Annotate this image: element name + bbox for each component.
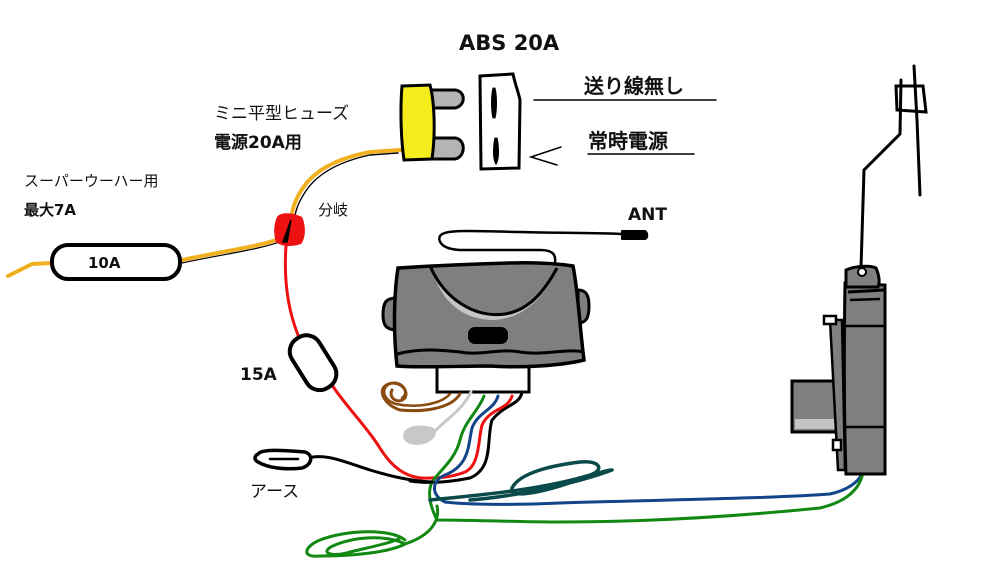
fuse-slot-title: ABS 20A [459,31,560,55]
gray-terminal [403,425,437,445]
harness [305,381,865,558]
antenna-cable [438,229,624,264]
brown-wire-strand [383,381,452,407]
power-wire-shadow [294,152,399,217]
fuse-slot-outline [478,72,522,171]
fuse-type-label: ミニ平型ヒューズ [214,104,350,124]
fuse-slot-upper-opening [491,87,497,119]
door-lock-actuator [790,64,928,476]
inline-fuse-10a-label: 10A [88,254,121,272]
antenna-lead [438,229,649,264]
fuse-body [399,83,436,162]
unit-window [468,327,508,344]
ground-label: アース [250,482,300,502]
inline-fuse-10a [50,243,182,281]
mini-fuse [399,83,465,162]
actuator-body-line-1 [847,288,885,294]
power-wire-fuse-to-splice [290,148,402,216]
red-wire-splice-to-15a [283,244,300,337]
inline-fuse-15a-body [287,333,339,393]
slot-lower-label: 常時電源 [588,129,668,153]
red-wire-group [283,244,432,480]
inline-fuse-10a-body [50,243,182,281]
fuse-use-label: 電源20A用 [214,133,302,153]
actuator-rod-tip [912,64,922,197]
antenna-label: ANT [628,205,667,225]
fuse-slot-lower-opening [493,137,499,166]
subwoofer-max-label: 最大7A [24,201,77,219]
annotation-lines [528,99,717,166]
red-wire-harness [428,394,514,480]
antenna-plug [621,230,649,240]
power-wire-splice-to-10a [180,236,284,262]
actuator-rod [859,78,903,270]
control-unit [381,261,591,394]
actuator-side-block-highlight [795,419,838,429]
actuator-rod-eyelet [857,267,867,277]
actuator-body-line-2 [849,297,881,302]
green-wire-harness [428,394,865,524]
black-wire-harness [408,390,524,484]
branch-label: 分岐 [318,201,349,219]
inline-fuse-15a [287,333,339,393]
gray-wire [434,390,473,432]
inline-fuse-15a-label: 15A [240,365,277,385]
actuator-mount-tab-lower [831,438,843,452]
ground-wire [311,455,434,484]
subwoofer-label: スーパーウーハー用 [24,172,159,190]
slot-upper-label: 送り線無し [584,74,684,98]
power-wire-group [6,148,402,278]
actuator-mount-tab-upper [822,314,838,326]
unit-arc [428,265,559,317]
actuator-body [842,281,887,476]
splice-blade [281,219,292,243]
teal-wire-coil [428,460,614,502]
splice-connector [274,213,305,247]
power-wire-10a-to-subwoofer [6,261,54,278]
fuse-prong-lower [428,136,465,161]
actuator-linkage-clip [894,84,928,114]
ground-terminal [253,448,434,484]
blue-wire-harness [433,394,864,506]
lower-slot-arrow-icon [528,146,562,166]
fuse-prong-upper [428,88,465,110]
unit-lower-seam [396,348,585,356]
red-wire-15a-to-bundle [330,383,432,480]
power-wire-10a-shadow [181,240,283,264]
fuse-slot [478,72,522,171]
green-wire-coil [305,530,407,558]
green-wire-coil-lead [403,504,440,546]
